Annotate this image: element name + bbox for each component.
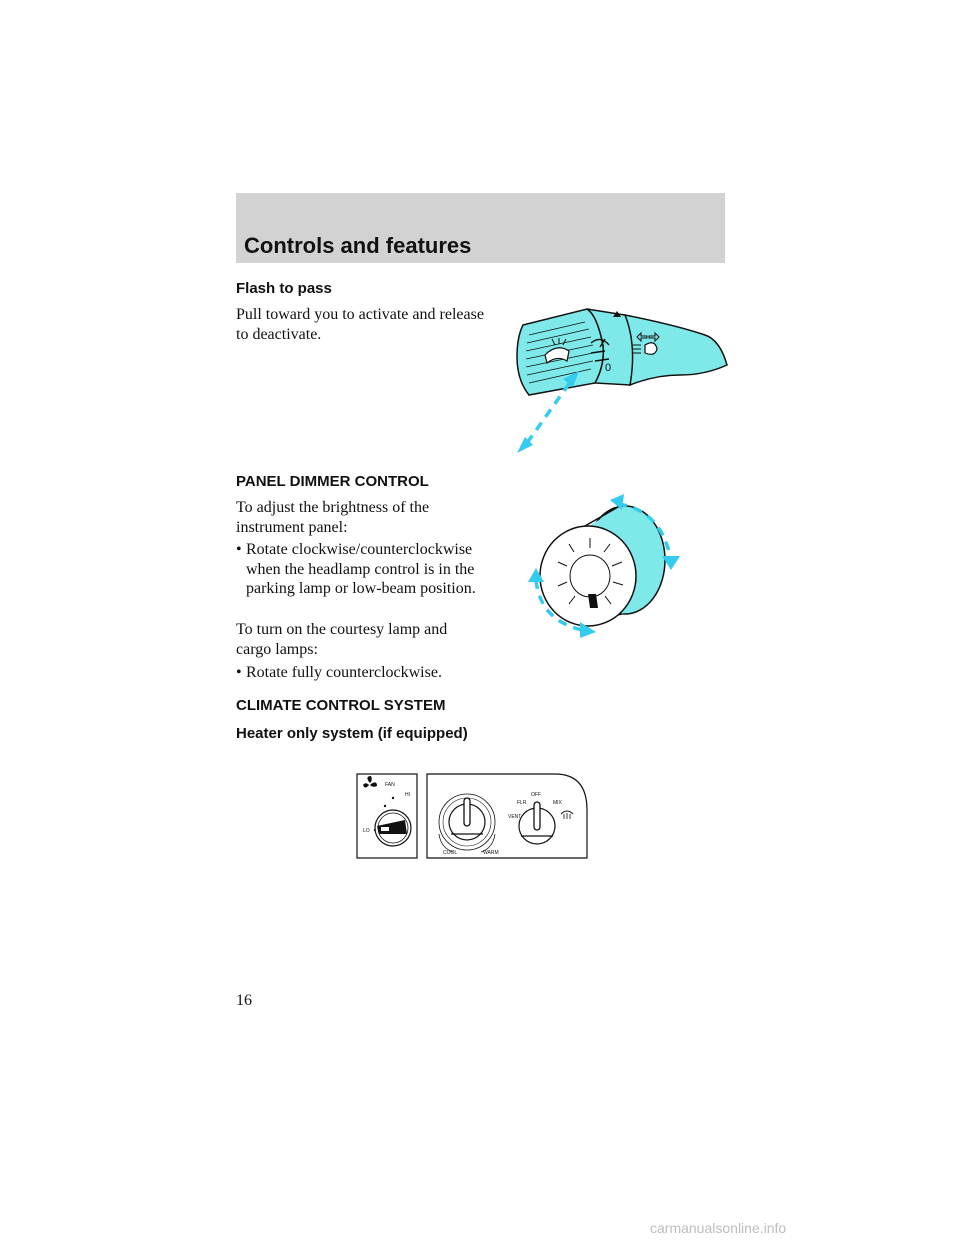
brightness-tick-marks	[557, 538, 624, 605]
warm-label: WARM	[483, 850, 499, 856]
panel-dimmer-bullet-2: •Rotate fully counterclockwise.	[236, 664, 442, 681]
fan-label: FAN	[385, 782, 395, 788]
pull-direction-arrow	[517, 371, 579, 453]
vent-label: VENT	[508, 814, 521, 820]
heater-control-panel-illustration: FAN HI LO COOL WARM OFF FLR MIX VENT	[356, 773, 588, 859]
panel-dimmer-bullet-1: •Rotate clockwise/counterclockwise when …	[236, 541, 476, 597]
washer-icon	[544, 338, 570, 365]
dimmer-wheel-illustration	[528, 494, 680, 638]
section-title: Controls and features	[244, 233, 472, 258]
panel-dimmer-bullet-1-text: Rotate clockwise/counterclockwise when t…	[246, 541, 476, 597]
fan-icon	[363, 776, 377, 788]
cool-label: COOL	[443, 850, 457, 856]
fan-hi-label: HI	[405, 792, 410, 798]
mode-knob	[518, 801, 556, 845]
fan-lo-label: LO	[363, 828, 370, 834]
multifunction-stalk-illustration: 0	[516, 308, 728, 453]
defrost-icon	[560, 810, 574, 819]
section-header-band: Controls and features	[236, 193, 725, 263]
site-watermark: carmanualsonline.info	[650, 1220, 787, 1236]
wiper-icon	[590, 338, 610, 348]
courtesy-lamp-intro: To turn on the courtesy lamp and cargo l…	[236, 621, 448, 658]
temperature-knob	[438, 793, 496, 853]
heater-only-subheading: Heater only system (if equipped)	[236, 725, 468, 742]
floor-label: FLR	[517, 800, 527, 806]
headlamp-turn-icon	[633, 331, 660, 355]
svg-text:0: 0	[605, 362, 611, 374]
off-label: OFF	[531, 792, 541, 798]
page-number: 16	[236, 992, 252, 1009]
flash-to-pass-text: Pull toward you to activate and release …	[236, 306, 484, 343]
flash-to-pass-heading: Flash to pass	[236, 280, 332, 297]
panel-dimmer-intro: To adjust the brightness of the instrume…	[236, 499, 430, 536]
panel-dimmer-bullet-2-text: Rotate fully counterclockwise.	[246, 664, 442, 681]
panel-dimmer-heading: PANEL DIMMER CONTROL	[236, 473, 429, 490]
rotation-arrows	[528, 494, 680, 638]
mix-label: MIX	[553, 800, 563, 806]
climate-control-heading: CLIMATE CONTROL SYSTEM	[236, 697, 446, 714]
